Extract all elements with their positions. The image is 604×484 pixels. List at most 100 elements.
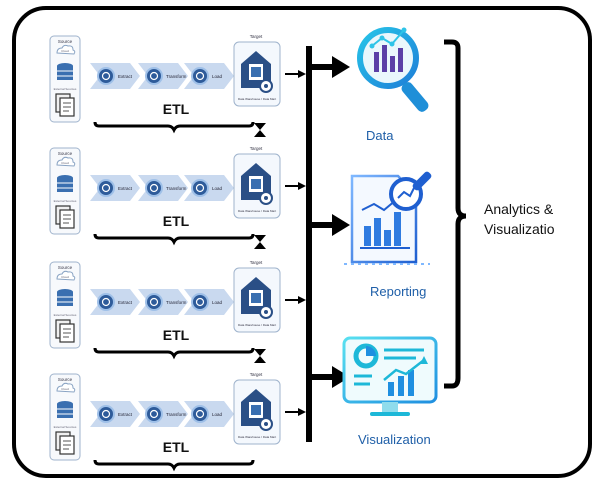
connector-arrowhead [298, 296, 306, 304]
connector-arrowhead [298, 408, 306, 416]
step-label: Extract [118, 74, 133, 79]
etl-label: ETL [163, 213, 190, 229]
warehouse-db-body [251, 67, 261, 77]
gear-hub [264, 84, 268, 88]
step-label: Load [212, 74, 223, 79]
files-label: External Sources [54, 425, 77, 429]
cloud-label: Cloud [61, 275, 69, 279]
step-label: Load [212, 412, 223, 417]
step-label: Extract [118, 412, 133, 417]
target-label: Target [250, 372, 263, 377]
source-label: Source [58, 151, 73, 156]
files-label: External Sources [54, 87, 77, 91]
step-icon-glyph [101, 409, 111, 419]
output-label-data: Data [366, 128, 394, 143]
step-label: Transform [166, 74, 187, 79]
step-icon-glyph [195, 297, 205, 307]
step-icon-glyph [195, 409, 205, 419]
separator-mark [254, 235, 266, 242]
step-label: Load [212, 186, 223, 191]
files-label: External Sources [54, 199, 77, 203]
etl-brace [93, 233, 255, 246]
step-icon-glyph [195, 183, 205, 193]
step-icon [97, 405, 115, 423]
cloud-label: Cloud [61, 387, 69, 391]
target-label: Target [250, 146, 263, 151]
cloud-icon [56, 382, 76, 393]
cloud-label: Cloud [61, 49, 69, 53]
gear-hub [264, 422, 268, 426]
separator-mark [254, 242, 266, 249]
target-caption: Data Warehouse / Data Mart [238, 209, 276, 213]
etl-brace [93, 347, 255, 360]
step-icon-glyph [101, 71, 111, 81]
report-document-icon [344, 171, 432, 265]
source-label: Source [58, 39, 73, 44]
step-icon-glyph [149, 297, 159, 307]
etl-label: ETL [163, 439, 190, 455]
step-icon [97, 293, 115, 311]
output-label-visualization: Visualization [358, 432, 431, 447]
output-arrow-visualization [312, 366, 350, 388]
magnifier-chart-icon [357, 27, 429, 112]
step-icon [191, 405, 209, 423]
etl-label: ETL [163, 101, 190, 117]
separator-mark [254, 356, 266, 363]
output-arrow-reporting [312, 214, 350, 236]
etl-label: ETL [163, 327, 190, 343]
step-icon [145, 293, 163, 311]
etl-brace [93, 459, 255, 472]
summary-label-line2: Visualizatio [484, 221, 555, 237]
target-caption: Data Warehouse / Data Mart [238, 97, 276, 101]
cloud-icon [56, 270, 76, 281]
cloud-icon [56, 44, 76, 55]
separator-mark [254, 123, 266, 130]
connector-arrowhead [298, 182, 306, 190]
step-icon-glyph [149, 409, 159, 419]
cloud-label: Cloud [61, 161, 69, 165]
database-body [57, 66, 73, 80]
database-body [57, 404, 73, 418]
target-caption: Data Warehouse / Data Mart [238, 435, 276, 439]
step-icon [145, 67, 163, 85]
step-icon [191, 179, 209, 197]
separator-mark [254, 349, 266, 356]
step-icon [191, 293, 209, 311]
connector-arrowhead [298, 70, 306, 78]
output-arrow-data [312, 56, 350, 78]
target-caption: Data Warehouse / Data Mart [238, 323, 276, 327]
step-icon [145, 179, 163, 197]
etl-brace [93, 121, 255, 134]
database-body [57, 292, 73, 306]
separator-mark [254, 130, 266, 137]
dashboard-monitor-icon [342, 336, 438, 416]
step-icon [191, 67, 209, 85]
step-label: Transform [166, 300, 187, 305]
summary-brace [444, 39, 467, 389]
step-label: Extract [118, 300, 133, 305]
step-icon [97, 67, 115, 85]
source-label: Source [58, 377, 73, 382]
database-body [57, 178, 73, 192]
step-icon-glyph [149, 71, 159, 81]
target-label: Target [250, 260, 263, 265]
step-icon-glyph [195, 71, 205, 81]
target-label: Target [250, 34, 263, 39]
bus-line [306, 46, 312, 442]
step-icon [97, 179, 115, 197]
step-icon-glyph [101, 183, 111, 193]
gear-hub [264, 310, 268, 314]
files-label: External Sources [54, 313, 77, 317]
step-icon-glyph [101, 297, 111, 307]
warehouse-db-body [251, 293, 261, 303]
warehouse-db-body [251, 405, 261, 415]
output-label-reporting: Reporting [370, 284, 426, 299]
step-label: Load [212, 300, 223, 305]
summary-label-line1: Analytics & [484, 201, 554, 217]
cloud-icon [56, 156, 76, 167]
